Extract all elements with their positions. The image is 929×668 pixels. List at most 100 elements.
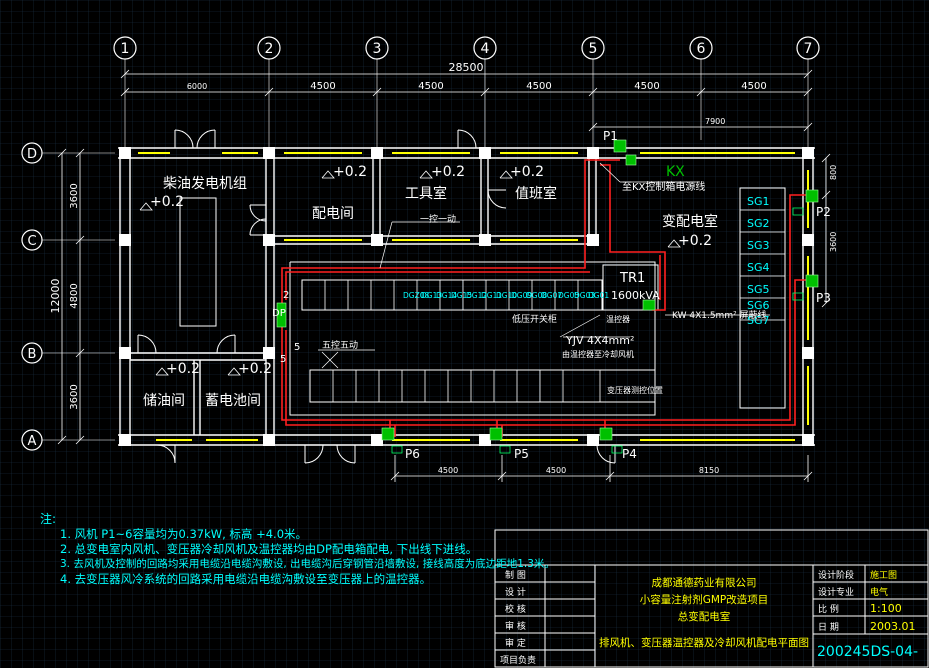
label-yjv-note: 由温控器至冷却风机 bbox=[562, 349, 634, 359]
axis-C: C bbox=[27, 234, 36, 249]
tb-role-5: 项目负责 bbox=[500, 654, 536, 666]
notes-title: 注: bbox=[40, 512, 57, 526]
left-dimension-lines bbox=[57, 148, 85, 445]
tb-stage: 施工图 bbox=[870, 569, 897, 581]
level-battery: +0.2 bbox=[238, 361, 272, 377]
dim-right-a: 800 bbox=[829, 165, 838, 180]
right-dimension-lines bbox=[588, 122, 831, 308]
fan-p1b bbox=[625, 154, 637, 166]
label-p3: P3 bbox=[816, 291, 831, 305]
dim-right-b: 3600 bbox=[829, 232, 838, 252]
label-p6: P6 bbox=[405, 447, 420, 461]
room-distribution: 配电间 bbox=[312, 206, 354, 222]
tb-scale-label: 比 例 bbox=[818, 603, 839, 615]
temp-controller bbox=[642, 299, 656, 311]
windows bbox=[138, 152, 809, 441]
fan-p3 bbox=[805, 274, 819, 288]
label-kw-cable: KW 4X1.5mm² 屏蔽线 bbox=[672, 309, 767, 321]
dim-span-5: 4500 bbox=[634, 81, 659, 92]
level-tools: +0.2 bbox=[431, 164, 465, 180]
tb-date-label: 日 期 bbox=[818, 622, 839, 633]
room-tools: 工具室 bbox=[405, 185, 447, 202]
sg-label: SG5 bbox=[747, 283, 770, 296]
dim-row-1: 3600 bbox=[69, 183, 80, 208]
axis-6: 6 bbox=[697, 41, 706, 57]
room-oil-storage: 储油间 bbox=[143, 393, 185, 409]
tr1-capacity: 1600kVA bbox=[611, 289, 660, 302]
level-substation: +0.2 bbox=[678, 233, 712, 249]
tb-discipline: 电气 bbox=[870, 586, 888, 598]
label-p2: P2 bbox=[816, 205, 831, 219]
fan-p2 bbox=[805, 189, 819, 203]
fan-terminals bbox=[391, 207, 804, 454]
fan-p4 bbox=[599, 427, 613, 441]
axis-5: 5 bbox=[589, 41, 598, 57]
dg-label: DG07 bbox=[541, 291, 562, 300]
axis-3: 3 bbox=[373, 41, 382, 57]
dim-span-4: 4500 bbox=[526, 81, 551, 92]
label-num-5a: 5 bbox=[294, 342, 300, 353]
dim-row-3: 3600 bbox=[69, 384, 80, 409]
note-4: 4. 去变压器风冷系统的回路采用电缆沿电缆沟敷设至变压器上的温控器。 bbox=[60, 572, 432, 586]
top-dimension-lines bbox=[120, 69, 813, 97]
label-lv-cabinet: 低压开关柜 bbox=[512, 313, 557, 325]
dim-row-2: 4800 bbox=[69, 283, 80, 308]
label-yjv: YJV 4X4mm² bbox=[565, 334, 634, 347]
sg-label: SG6 bbox=[747, 299, 770, 312]
dim-bottom-1: 4500 bbox=[438, 466, 458, 475]
label-p1: P1 bbox=[603, 129, 618, 143]
label-kx: KX bbox=[666, 164, 685, 180]
generator-set-outline bbox=[179, 197, 217, 327]
tb-drawing-number: 200245DS-04- bbox=[817, 644, 918, 660]
tb-role-0: 制 图 bbox=[505, 569, 526, 581]
level-diesel: +0.2 bbox=[150, 194, 184, 210]
sg-label: SG2 bbox=[747, 217, 770, 230]
room-diesel-generator: 柴油发电机组 bbox=[163, 176, 247, 192]
dg-label: DG05 bbox=[558, 291, 579, 300]
dg-label: DG12 bbox=[466, 291, 487, 300]
dg-label: DG03 bbox=[574, 291, 595, 300]
note-2: 2. 总变电室内风机、变压器冷却风机及温控器均由DP配电箱配电, 下出线下进线。 bbox=[60, 542, 478, 556]
dim-span-6: 4500 bbox=[741, 81, 766, 92]
tb-role-2: 校 核 bbox=[505, 603, 526, 615]
fan-p6 bbox=[381, 427, 395, 441]
sg-label: SG1 bbox=[747, 195, 770, 208]
label-tr-monitor: 变压器测控位置 bbox=[607, 385, 663, 395]
doors bbox=[137, 129, 616, 464]
room-battery: 蓄电池间 bbox=[205, 393, 261, 409]
label-temp-ctrl: 温控器 bbox=[606, 314, 630, 324]
dg-label: DG11 bbox=[481, 291, 502, 300]
structural-columns bbox=[119, 147, 814, 446]
tb-scale: 1:100 bbox=[870, 602, 902, 615]
dg-label: DG15 bbox=[451, 291, 472, 300]
title-block-frame bbox=[494, 529, 929, 668]
room-duty: 值班室 bbox=[515, 185, 557, 202]
building-walls bbox=[118, 147, 815, 446]
dim-span-2: 4500 bbox=[310, 81, 335, 92]
label-num-2: 2 bbox=[283, 290, 289, 301]
dg-label: DG09 bbox=[511, 291, 532, 300]
fan-units bbox=[276, 139, 819, 441]
room-substation: 变配电室 bbox=[662, 213, 718, 230]
axis-4: 4 bbox=[481, 41, 490, 57]
label-p4: P4 bbox=[622, 447, 637, 461]
axis-B: B bbox=[28, 347, 37, 362]
label-yikong: 一控一动 bbox=[420, 213, 456, 225]
dim-span-3: 4500 bbox=[418, 81, 443, 92]
tb-company: 成都通德药业有限公司 bbox=[652, 576, 757, 589]
label-num-5b: 5 bbox=[280, 354, 286, 365]
dg-label: DG13 bbox=[421, 291, 442, 300]
axis-1: 1 bbox=[121, 41, 130, 57]
tb-drawing-title: 排风机、变压器温控器及冷却风机配电平面图 bbox=[599, 636, 809, 649]
dg-label: DGZ08 bbox=[403, 291, 429, 300]
dim-bottom-3: 8150 bbox=[699, 466, 719, 475]
axis-7: 7 bbox=[804, 41, 813, 57]
dim-total-height: 12000 bbox=[49, 279, 62, 314]
axis-A: A bbox=[28, 434, 37, 449]
tb-stage-label: 设计阶段 bbox=[818, 569, 854, 581]
label-p5: P5 bbox=[514, 447, 529, 461]
label-dp: DP bbox=[272, 308, 286, 319]
level-markers bbox=[139, 170, 681, 376]
dg-labels: DGZ08 DG13 DG14 DG15 DG12 DG11 DG10 DG09… bbox=[403, 291, 609, 300]
